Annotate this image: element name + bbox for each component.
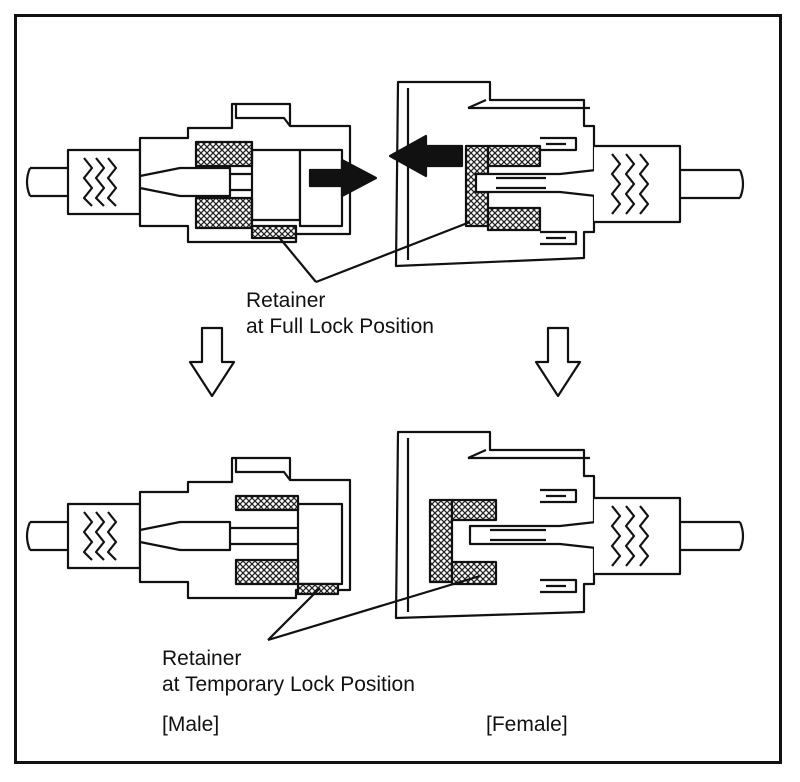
seal-ribs-icon bbox=[82, 511, 118, 561]
female-connector-full-lock bbox=[394, 80, 745, 268]
female-connector-temporary-lock bbox=[394, 430, 745, 620]
down-arrow-male-icon bbox=[188, 326, 236, 398]
female-caption: [Female] bbox=[486, 713, 568, 736]
leader-lines-full-lock bbox=[277, 220, 471, 284]
label-line: at Temporary Lock Position bbox=[162, 673, 415, 696]
male-connector-full-lock bbox=[25, 102, 352, 244]
label-line: at Full Lock Position bbox=[246, 315, 434, 338]
down-arrow-female-icon bbox=[534, 326, 582, 398]
male-caption: [Male] bbox=[162, 713, 220, 736]
insert-arrow-left-icon bbox=[388, 134, 464, 178]
label-line: Retainer bbox=[246, 289, 326, 312]
seal-ribs-icon bbox=[82, 157, 118, 207]
seal-ribs-icon bbox=[610, 505, 650, 567]
seal-ribs-icon bbox=[610, 153, 650, 215]
insert-arrow-right-icon bbox=[308, 158, 378, 198]
retainer-temporary-lock-label: Retainer at Temporary Lock Position bbox=[162, 646, 415, 698]
male-connector-temporary-lock bbox=[25, 456, 352, 600]
retainer-full-lock-label: Retainer at Full Lock Position bbox=[246, 288, 434, 340]
label-line: Retainer bbox=[162, 647, 242, 670]
leader-lines-temporary-lock bbox=[267, 574, 481, 642]
